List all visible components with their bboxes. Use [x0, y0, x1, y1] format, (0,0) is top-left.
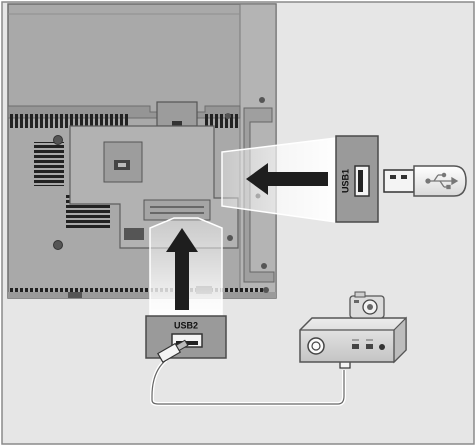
- connection-panel: [69, 125, 239, 294]
- usb-flash-drive: [383, 165, 467, 197]
- usb1-port-closeup: USB1: [335, 135, 379, 223]
- usb2-arrow: [166, 228, 198, 310]
- usb-symbol-icon: [425, 172, 459, 190]
- external-hard-drive: [299, 316, 407, 364]
- digital-camera: [349, 291, 385, 319]
- usb1-label: USB1: [340, 169, 350, 193]
- usb2-label: USB2: [174, 320, 198, 330]
- usb1-arrow: [246, 163, 328, 195]
- tv-screws: [53, 97, 269, 298]
- usb2-port-closeup: USB2: [145, 315, 227, 359]
